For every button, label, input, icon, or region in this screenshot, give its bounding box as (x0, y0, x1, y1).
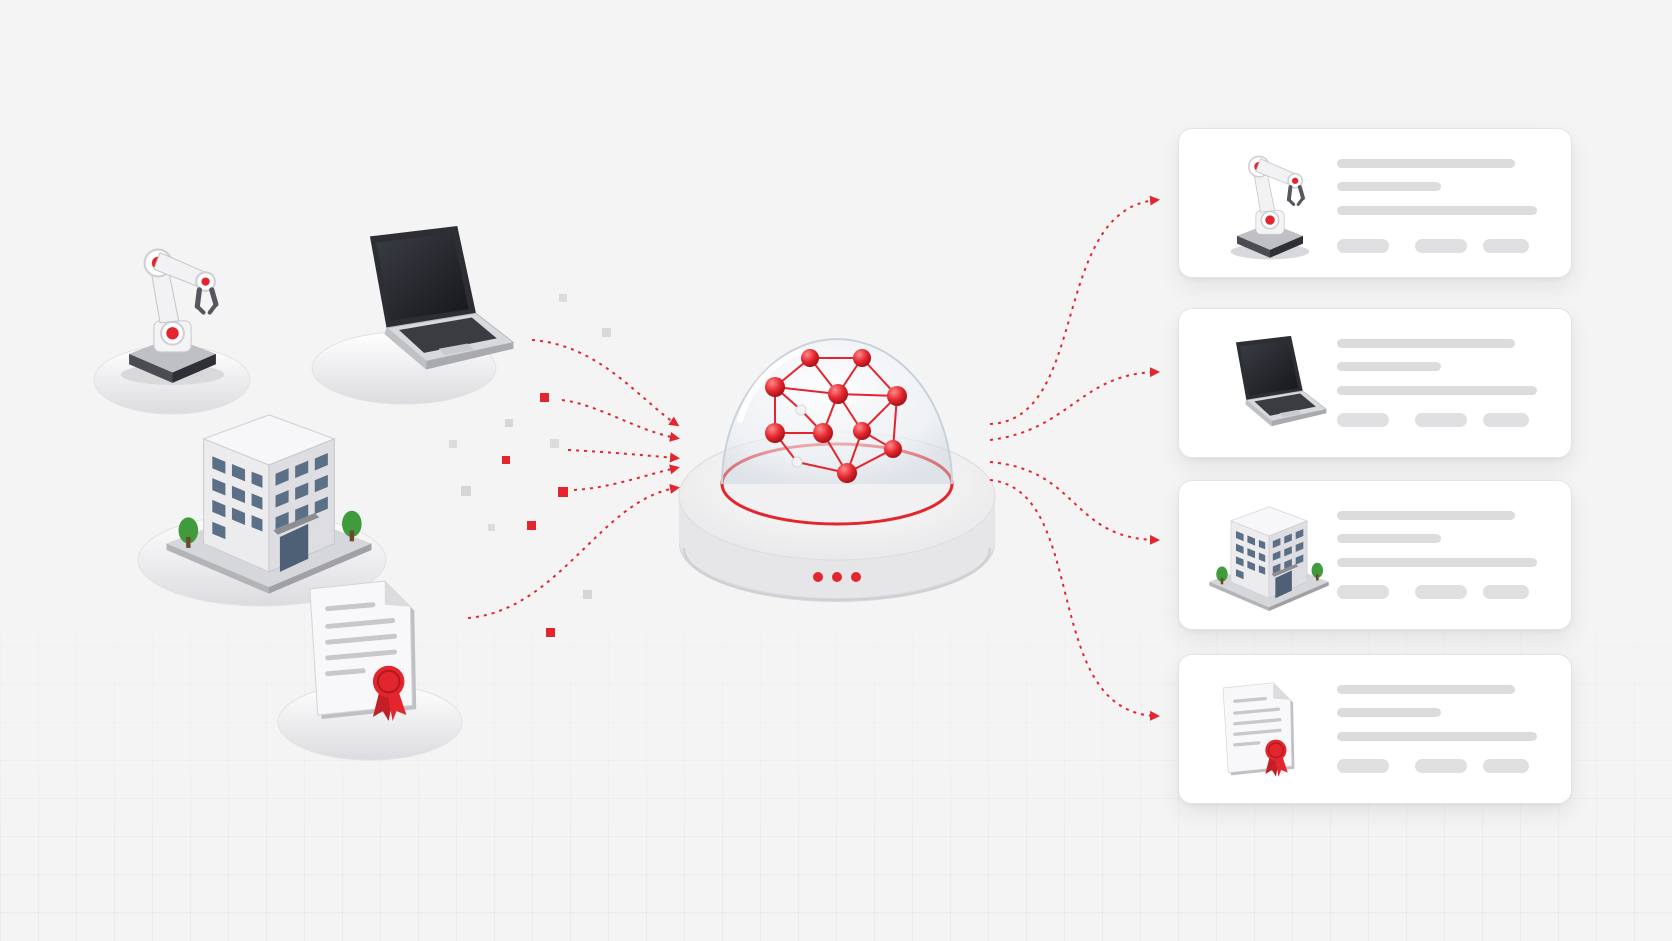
network-dome-icon (765, 349, 907, 483)
source-building (137, 414, 387, 607)
card-chip (1415, 759, 1467, 773)
source-laptop (311, 226, 514, 405)
card-chip (1483, 239, 1529, 253)
certificate-icon (1221, 681, 1297, 779)
card-text-line (1337, 386, 1537, 395)
card-chip (1483, 413, 1529, 427)
card-chip (1415, 239, 1467, 253)
connector-hub-to-card-2 (989, 367, 1160, 441)
connector-particles-to-hub-1 (561, 399, 680, 442)
card-chip (1337, 585, 1389, 599)
card-text-line (1337, 732, 1537, 741)
output-card-certificate[interactable] (1178, 654, 1572, 804)
connector-particles-to-hub-3 (573, 464, 680, 491)
card-text-line (1337, 558, 1537, 567)
output-card-robot-arm[interactable] (1178, 128, 1572, 278)
certificate-icon (310, 581, 416, 721)
robot-arm-icon (121, 250, 224, 385)
connector-particles-to-hub-2 (567, 449, 680, 463)
card-chip (1337, 759, 1389, 773)
card-chip (1337, 239, 1389, 253)
card-text-line (1337, 362, 1441, 371)
card-chip (1483, 585, 1529, 599)
incoming-connectors (467, 339, 680, 619)
card-chip (1483, 759, 1529, 773)
connector-hub-to-card-1 (989, 195, 1160, 425)
card-text-line (1337, 206, 1537, 215)
card-chip (1415, 585, 1467, 599)
hub-indicator-dots (813, 572, 861, 582)
connector-certificate-to-hub (467, 484, 680, 619)
card-text-line (1337, 511, 1515, 520)
source-robot-arm (93, 250, 251, 415)
source-certificate (277, 581, 463, 761)
laptop-icon (1235, 335, 1327, 427)
card-text-line (1337, 182, 1441, 191)
connector-hub-to-card-3 (989, 461, 1160, 545)
connector-hub-to-card-4 (989, 479, 1160, 721)
central-hub (678, 338, 996, 602)
card-text-line (1337, 159, 1515, 168)
card-text-line (1337, 534, 1441, 543)
output-card-building[interactable] (1178, 480, 1572, 630)
connector-laptop-to-hub (531, 339, 680, 427)
card-text-line (1337, 708, 1441, 717)
building-icon (1208, 506, 1330, 611)
card-text-line (1337, 339, 1515, 348)
card-text-line (1337, 685, 1515, 694)
output-card-laptop[interactable] (1178, 308, 1572, 458)
outgoing-connectors (989, 195, 1160, 721)
card-chip (1337, 413, 1389, 427)
robot-arm-icon (1228, 154, 1312, 261)
data-particles (449, 294, 611, 637)
card-chip (1415, 413, 1467, 427)
